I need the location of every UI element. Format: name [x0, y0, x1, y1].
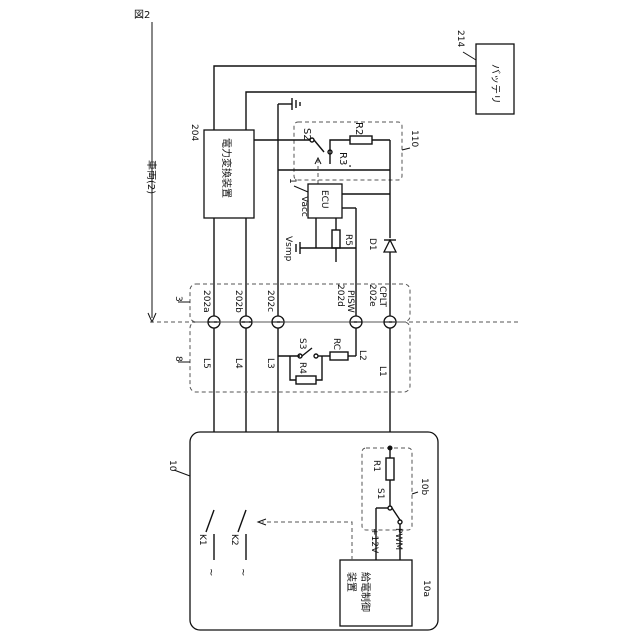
vsmp-label: Vsmp: [283, 236, 293, 262]
battery-label: バッテリ: [489, 64, 501, 104]
inlet-ref: 3: [173, 296, 183, 302]
charger-control-name1: 給電制御: [359, 572, 372, 612]
figure-label: 図2: [134, 9, 150, 21]
power-converter-ref: 204: [189, 124, 199, 141]
resistor-rc: [330, 352, 348, 360]
label-l1: L1: [377, 366, 387, 377]
connector-ref: 8: [173, 356, 183, 362]
ac-source-1: ~: [205, 568, 216, 576]
charger-control-ref: 10a: [421, 580, 431, 597]
rc-label: RC: [331, 338, 341, 350]
power-converter-label: 電力変換装置: [220, 138, 233, 198]
charger-control-name2: 装置: [345, 572, 358, 592]
r3-label: R3: [337, 152, 348, 165]
s2-label: S2: [301, 128, 312, 141]
label-l3: L3: [265, 358, 275, 369]
s1-label: S1: [375, 488, 385, 499]
charger-control-10a: [340, 560, 412, 626]
ecu-label: ECU: [319, 190, 329, 209]
r4-label: R4: [297, 362, 307, 374]
pin-202e-ref: 202e: [367, 284, 377, 307]
charger-ref: 10: [167, 460, 177, 472]
pin-202e-name: CPLT: [377, 286, 387, 307]
battery-ref: 214: [455, 30, 465, 47]
vacc-label: Vacc: [299, 196, 309, 217]
ecu-ref: 1: [287, 178, 297, 184]
r2-label: R2: [353, 122, 364, 135]
pin-202d-ref: 202d: [335, 284, 345, 307]
s2-switch[interactable]: [314, 140, 324, 152]
k1-label: K1: [197, 534, 207, 546]
s3-label: S3: [297, 338, 307, 349]
battery-leader: [463, 52, 476, 60]
diode-d1: [384, 240, 396, 252]
ac-source-2: ~: [237, 568, 248, 576]
resistor-r5: [332, 230, 340, 248]
resistor-r4: [296, 376, 316, 384]
pin-202a-ref: 202a: [201, 290, 211, 313]
pilot-circuit-ref: 10b: [419, 478, 429, 495]
label-l2: L2: [357, 350, 367, 361]
label-l4: L4: [233, 358, 243, 369]
pin-202c-ref: 202c: [265, 290, 275, 312]
r5-label: R5: [343, 234, 353, 246]
label-l5: L5: [201, 358, 211, 369]
d1-label: D1: [367, 238, 377, 251]
pin-202b-ref: 202b: [233, 290, 243, 313]
k2-label: K2: [229, 534, 239, 546]
r1-label: R1: [371, 460, 381, 472]
resistor-r2: [350, 136, 372, 144]
pin-plus12v: +12V: [369, 528, 379, 554]
pin-202d-name: PISW: [345, 290, 355, 313]
pin-pwm: PWM: [393, 528, 403, 550]
connector-8: [190, 322, 410, 392]
switch-unit-ref: 110: [409, 130, 419, 147]
wire-battery-pos: [214, 66, 476, 130]
